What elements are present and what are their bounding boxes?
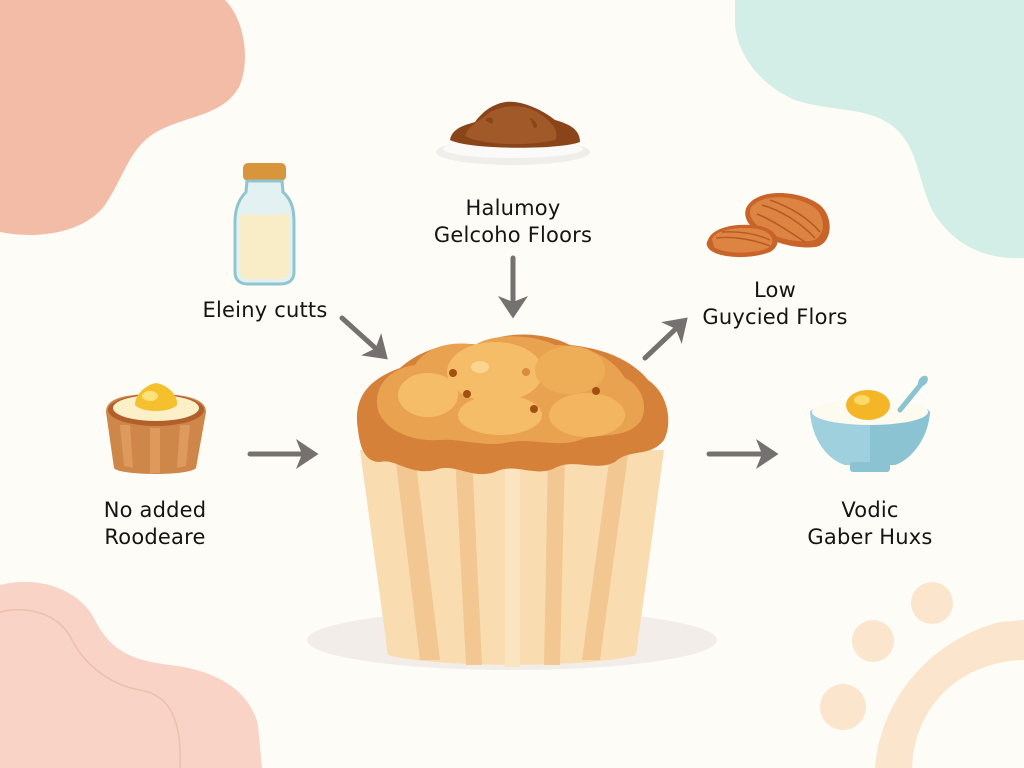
blob-top-left	[0, 0, 245, 235]
blob-bottom-left	[0, 581, 262, 768]
node-label-left: No added Roodeare	[75, 497, 235, 551]
node-label-upper-left: Eleiny cutts	[180, 297, 350, 324]
dot-3	[820, 684, 866, 730]
ring-arc	[875, 620, 1024, 768]
label-line: Vodic	[841, 498, 899, 522]
arrow-center-to-upper-right	[642, 317, 688, 361]
blob-top-right	[735, 0, 1024, 259]
dot-1	[911, 582, 953, 624]
node-label-top: Halumoy Gelcoho Floors	[413, 195, 613, 249]
dot-2	[852, 620, 894, 662]
blob-bottom-left-line	[0, 609, 181, 768]
label-line: Guycied Flors	[702, 305, 848, 329]
label-line: Gelcoho Floors	[433, 223, 593, 247]
node-label-upper-right: Low Guycied Flors	[680, 277, 870, 331]
label-line: Gaber Huxs	[807, 525, 933, 549]
node-label-right: Vodic Gaber Huxs	[775, 497, 965, 551]
label-line: Roodeare	[104, 525, 206, 549]
label-line: Low	[754, 278, 796, 302]
label-line: Halumoy	[465, 196, 561, 220]
arrow-upper-left-to-center	[339, 315, 388, 360]
label-line: Eleiny cutts	[202, 298, 328, 322]
label-line: No added	[103, 498, 207, 522]
